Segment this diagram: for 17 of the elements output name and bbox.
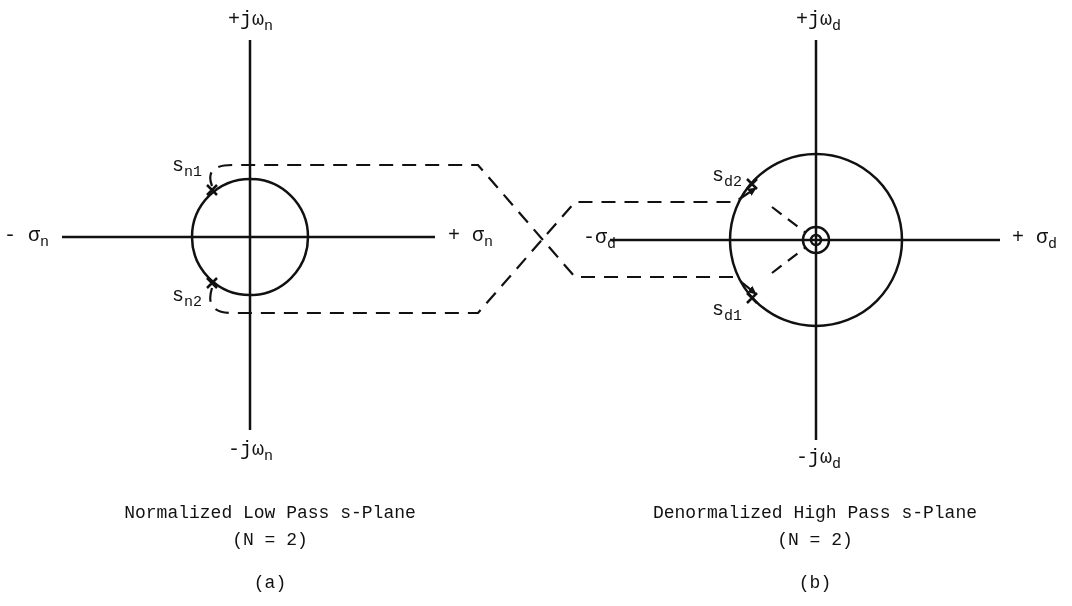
panel-caption: Normalized Low Pass s-Plane (N = 2) (123, 502, 417, 552)
pole-label: s$_{n2}$ (172, 284, 203, 311)
axis-label: + σ$_{d}$ (1012, 228, 1058, 252)
panel-tag: (a) (120, 570, 420, 597)
axis-label: - σ$_{n}$ (4, 226, 50, 250)
pole-label: s$_{d2}$ (712, 164, 743, 191)
mapping-arrow (209, 187, 757, 315)
axis-label: + σ$_{n}$ (448, 226, 494, 250)
pole-label: s$_{d1}$ (712, 298, 743, 325)
panel-tag: (b) (640, 570, 990, 597)
mapping-arrow (209, 163, 757, 295)
panel-caption: Denormalized High Pass s-Plane (N = 2) (651, 502, 979, 552)
axis-label: +jω$_{d}$ (796, 10, 842, 34)
axis-label: +jω$_{n}$ (228, 10, 274, 34)
pole-label: s$_{n1}$ (172, 154, 203, 181)
axis-label: -jω$_{n}$ (228, 440, 274, 464)
axis-label: -jω$_{d}$ (796, 448, 842, 472)
